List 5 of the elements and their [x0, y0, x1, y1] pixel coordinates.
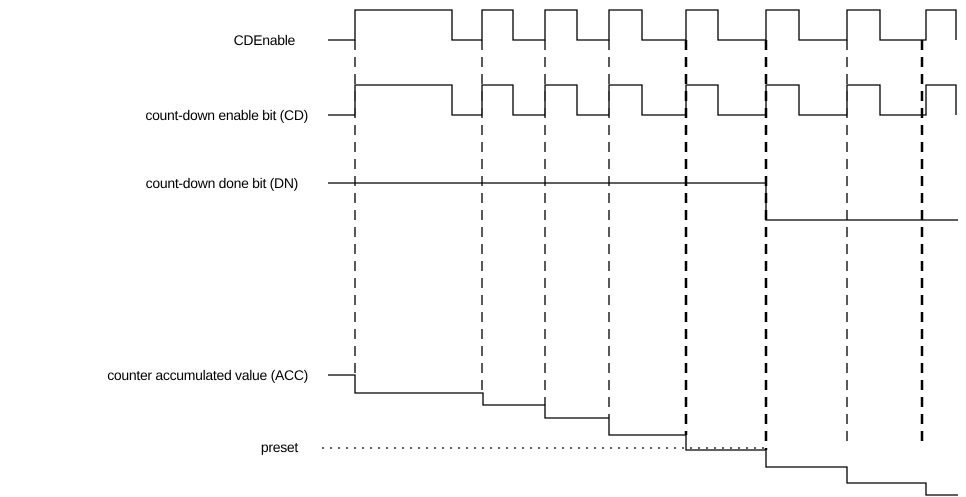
signal-label: count-down enable bit (CD)	[144, 107, 308, 123]
signal-label: count-down done bit (DN)	[144, 175, 298, 191]
signal-label: preset	[260, 439, 298, 455]
signal-label: CDEnable	[232, 32, 295, 48]
signal-label: counter accumulated value (ACC)	[106, 367, 308, 383]
